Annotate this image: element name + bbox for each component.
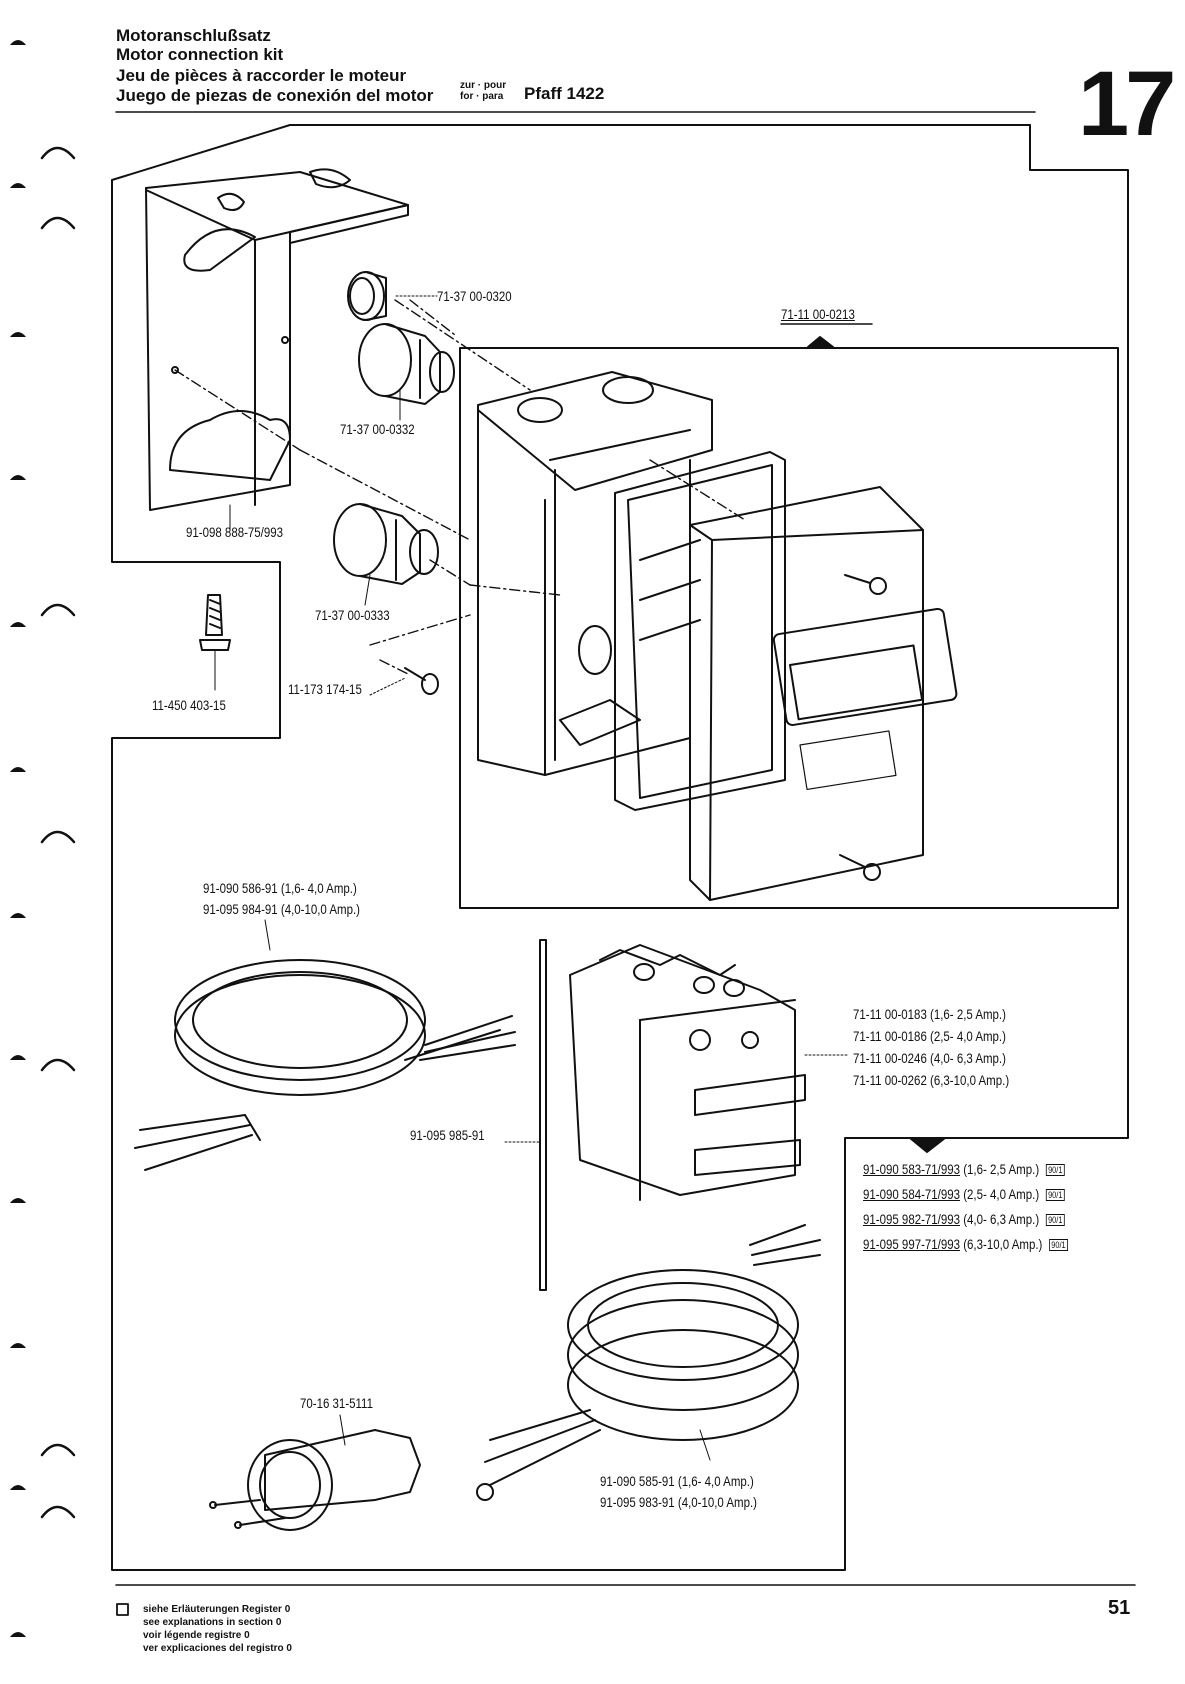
punch-marks — [10, 40, 26, 1637]
register-badge-icon: 90/1 — [1045, 1189, 1065, 1202]
motor-contactor — [569, 944, 849, 1201]
housing-detail-frame — [459, 347, 1119, 909]
footer-checkbox-icon — [116, 1603, 129, 1616]
bridge-rod — [504, 939, 547, 1291]
kit-number: 91-095 997-71/993 — [863, 1236, 961, 1252]
contactor-label-2: 71-11 00-0186 (2,5- 4,0 Amp.) — [853, 1028, 1006, 1044]
title-english: Motor connection kit — [116, 45, 284, 64]
housing-pointer-arrow — [807, 336, 834, 348]
footer-note-french: voir légende registre 0 — [143, 1630, 250, 1641]
kit-row: 91-095 997-71/993 (6,3-10,0 Amp.) 90/1 — [863, 1236, 1069, 1252]
cable-gland-1 — [358, 323, 455, 421]
binder-holes — [40, 146, 76, 1519]
kit-number: 91-090 584-71/993 — [863, 1186, 961, 1202]
cap-part — [347, 271, 438, 321]
part-label-bracket: 91-098 888-75/993 — [186, 524, 284, 540]
enclosure-base — [477, 371, 713, 776]
kit-range: (6,3-10,0 Amp.) — [963, 1236, 1043, 1252]
contactor-label-3: 71-11 00-0246 (4,0- 6,3 Amp.) — [853, 1050, 1006, 1066]
footer-note-german: siehe Erläuterungen Register 0 — [143, 1604, 291, 1615]
kit-row: 91-090 583-71/993 (1,6- 2,5 Amp.) 90/1 — [863, 1161, 1065, 1177]
for-label-bottom: for · para — [460, 91, 504, 102]
part-label-gland-1: 71-37 00-0332 — [340, 421, 415, 437]
contactor-label-4: 71-11 00-0262 (6,3-10,0 Amp.) — [853, 1072, 1010, 1088]
cable-b-label-1: 91-090 585-91 (1,6- 4,0 Amp.) — [600, 1473, 754, 1489]
title-german: Motoranschlußsatz — [116, 26, 271, 45]
kit-number: 91-095 982-71/993 — [863, 1211, 961, 1227]
title-french: Jeu de pièces à raccorder le moteur — [116, 66, 407, 85]
cable-gland-2 — [333, 503, 439, 606]
kit-range: (4,0- 6,3 Amp.) — [963, 1211, 1040, 1227]
kit-range: (1,6- 2,5 Amp.) — [963, 1161, 1040, 1177]
kit-range: (2,5- 4,0 Amp.) — [963, 1186, 1040, 1202]
part-label-cap: 71-37 00-0320 — [437, 288, 512, 304]
kit-row: 91-095 982-71/993 (4,0- 6,3 Amp.) 90/1 — [863, 1211, 1065, 1227]
kit-row: 91-090 584-71/993 (2,5- 4,0 Amp.) 90/1 — [863, 1186, 1065, 1202]
enclosure-gasket — [614, 451, 786, 811]
footer-note-spanish: ver explicaciones del registro 0 — [143, 1643, 292, 1654]
title-spanish: Juego de piezas de conexión del motor — [116, 86, 434, 105]
enclosure-cover — [689, 486, 958, 901]
kit-number: 91-090 583-71/993 — [863, 1161, 961, 1177]
register-badge-icon: 90/1 — [1048, 1239, 1069, 1252]
machine-model: Pfaff 1422 — [524, 84, 605, 103]
cable-b-label-2: 91-095 983-91 (4,0-10,0 Amp.) — [600, 1494, 758, 1510]
cable-a-label-2: 91-095 984-91 (4,0-10,0 Amp.) — [203, 901, 361, 917]
part-label-wood-screw: 11-450 403-15 — [152, 697, 226, 713]
part-label-gland-2: 71-37 00-0333 — [315, 607, 390, 623]
contactor-label-1: 71-11 00-0183 (1,6- 2,5 Amp.) — [853, 1006, 1006, 1022]
outer-frame — [111, 124, 1129, 1571]
part-label-screw: 11-173 174-15 — [288, 681, 362, 697]
part-label-housing: 71-11 00-0213 — [781, 306, 855, 322]
wood-screw-part — [199, 594, 231, 691]
register-badge-icon: 90/1 — [1045, 1164, 1065, 1177]
for-label-top: zur · pour — [460, 80, 507, 91]
cable-coil-b — [476, 1224, 821, 1501]
page-number: 51 — [1108, 1597, 1131, 1619]
cable-a-label-1: 91-090 586-91 (1,6- 4,0 Amp.) — [203, 880, 357, 896]
footer-note-english: see explanations in section 0 — [143, 1617, 282, 1628]
mounting-bracket — [145, 168, 409, 531]
register-badge-icon: 90/1 — [1045, 1214, 1065, 1227]
kit-pointer-arrow — [909, 1137, 946, 1153]
screw-part — [369, 667, 439, 696]
cable-coil-a — [134, 919, 516, 1171]
plug-label: 70-16 31-5111 — [300, 1395, 373, 1411]
mains-plug — [209, 1414, 421, 1531]
section-number: 17 — [1078, 53, 1176, 155]
bridge-rod-label: 91-095 985-91 — [410, 1127, 485, 1143]
